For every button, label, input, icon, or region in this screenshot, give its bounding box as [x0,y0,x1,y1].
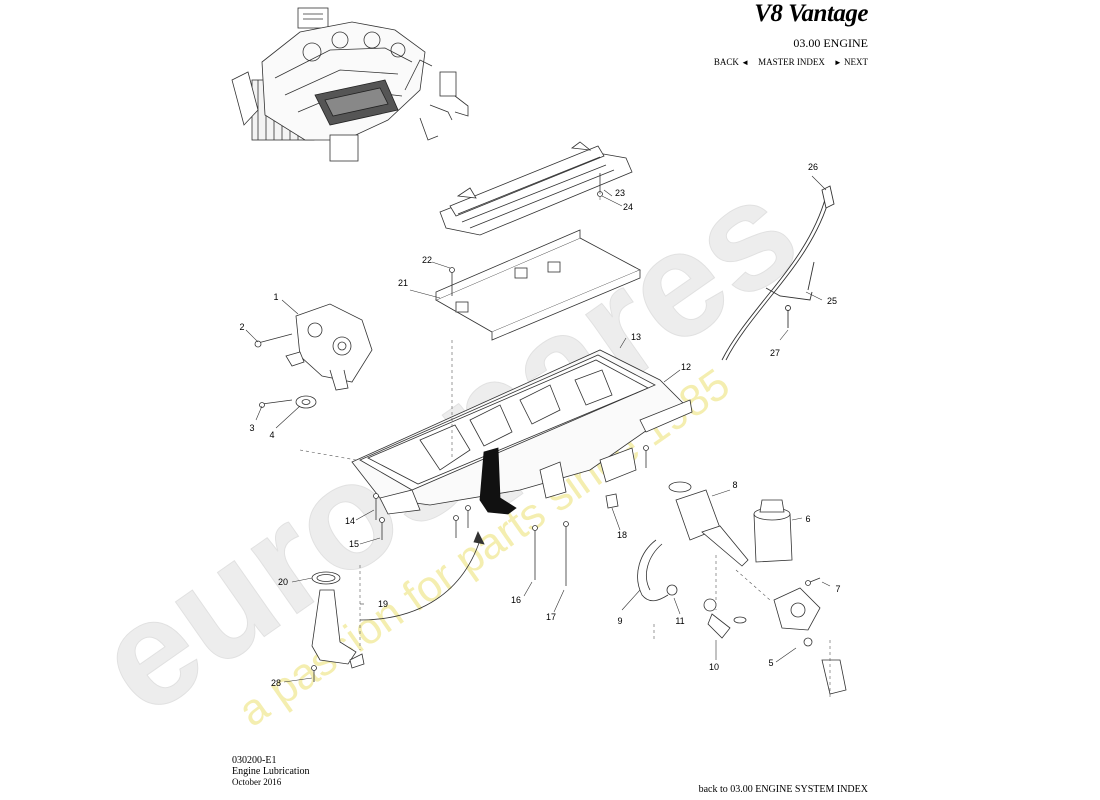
callout-leaders [245,175,831,683]
callout-8[interactable]: 8 [732,480,737,490]
callout-15[interactable]: 15 [349,539,359,549]
document-date: October 2016 [232,777,282,787]
oil-pickup [311,571,365,682]
windage-tray [435,229,641,341]
heat-shield [439,141,633,236]
sump-bolts [373,445,649,586]
document-info: 030200-E1 Engine Lubrication October 201… [232,755,309,788]
callout-23[interactable]: 23 [615,188,625,198]
nav-bar: BACK ◄ MASTER INDEX ► NEXT [690,57,868,67]
next-link[interactable]: ► NEXT [834,57,868,67]
next-link-label: NEXT [844,57,868,67]
next-arrow-icon: ► [833,58,842,67]
document-code: 030200-E1 [232,755,277,766]
callout-3[interactable]: 3 [249,423,254,433]
callout-16[interactable]: 16 [511,595,521,605]
oil-pump [254,303,373,409]
callout-21[interactable]: 21 [398,278,408,288]
callout-24[interactable]: 24 [623,202,633,212]
callout-20[interactable]: 20 [278,577,288,587]
callout-numbers: 1 2 3 4 5 6 7 8 9 10 11 12 13 14 15 16 1… [239,162,840,688]
callout-19[interactable]: 19 [378,599,388,609]
dipstick [721,185,835,361]
callout-5[interactable]: 5 [768,658,773,668]
callout-1[interactable]: 1 [273,292,278,302]
callout-22[interactable]: 22 [422,255,432,265]
callout-10[interactable]: 10 [709,662,719,672]
callout-25[interactable]: 25 [827,296,837,306]
oil-sump [351,349,693,515]
system-index-link[interactable]: back to 03.00 ENGINE SYSTEM INDEX [698,784,868,795]
callout-2[interactable]: 2 [239,322,244,332]
master-index-link[interactable]: MASTER INDEX [758,57,825,67]
back-arrow-icon: ◄ [741,58,750,67]
section-title: 03.00 ENGINE [793,36,868,50]
callout-11[interactable]: 11 [675,616,684,626]
callout-6[interactable]: 6 [805,514,810,524]
back-link-label: BACK [713,57,739,67]
callout-14[interactable]: 14 [345,516,355,526]
callout-13[interactable]: 13 [631,332,641,342]
callout-9[interactable]: 9 [617,616,622,626]
back-link[interactable]: BACK ◄ [714,57,749,67]
callout-27[interactable]: 27 [770,348,780,358]
pickup-arrow [359,531,485,621]
callout-7[interactable]: 7 [835,584,840,594]
dashed-guides [299,192,831,700]
callout-4[interactable]: 4 [269,430,274,440]
callout-18[interactable]: 18 [617,530,627,540]
callout-17[interactable]: 17 [546,612,556,622]
callout-12[interactable]: 12 [681,362,691,372]
engine-overview-illustration [231,7,469,162]
oil-cooler-assembly [637,481,847,695]
callout-26[interactable]: 26 [808,162,818,172]
callout-28[interactable]: 28 [271,678,281,688]
document-title: Engine Lubrication [232,766,310,777]
brand-logo: V8 Vantage [754,0,868,27]
